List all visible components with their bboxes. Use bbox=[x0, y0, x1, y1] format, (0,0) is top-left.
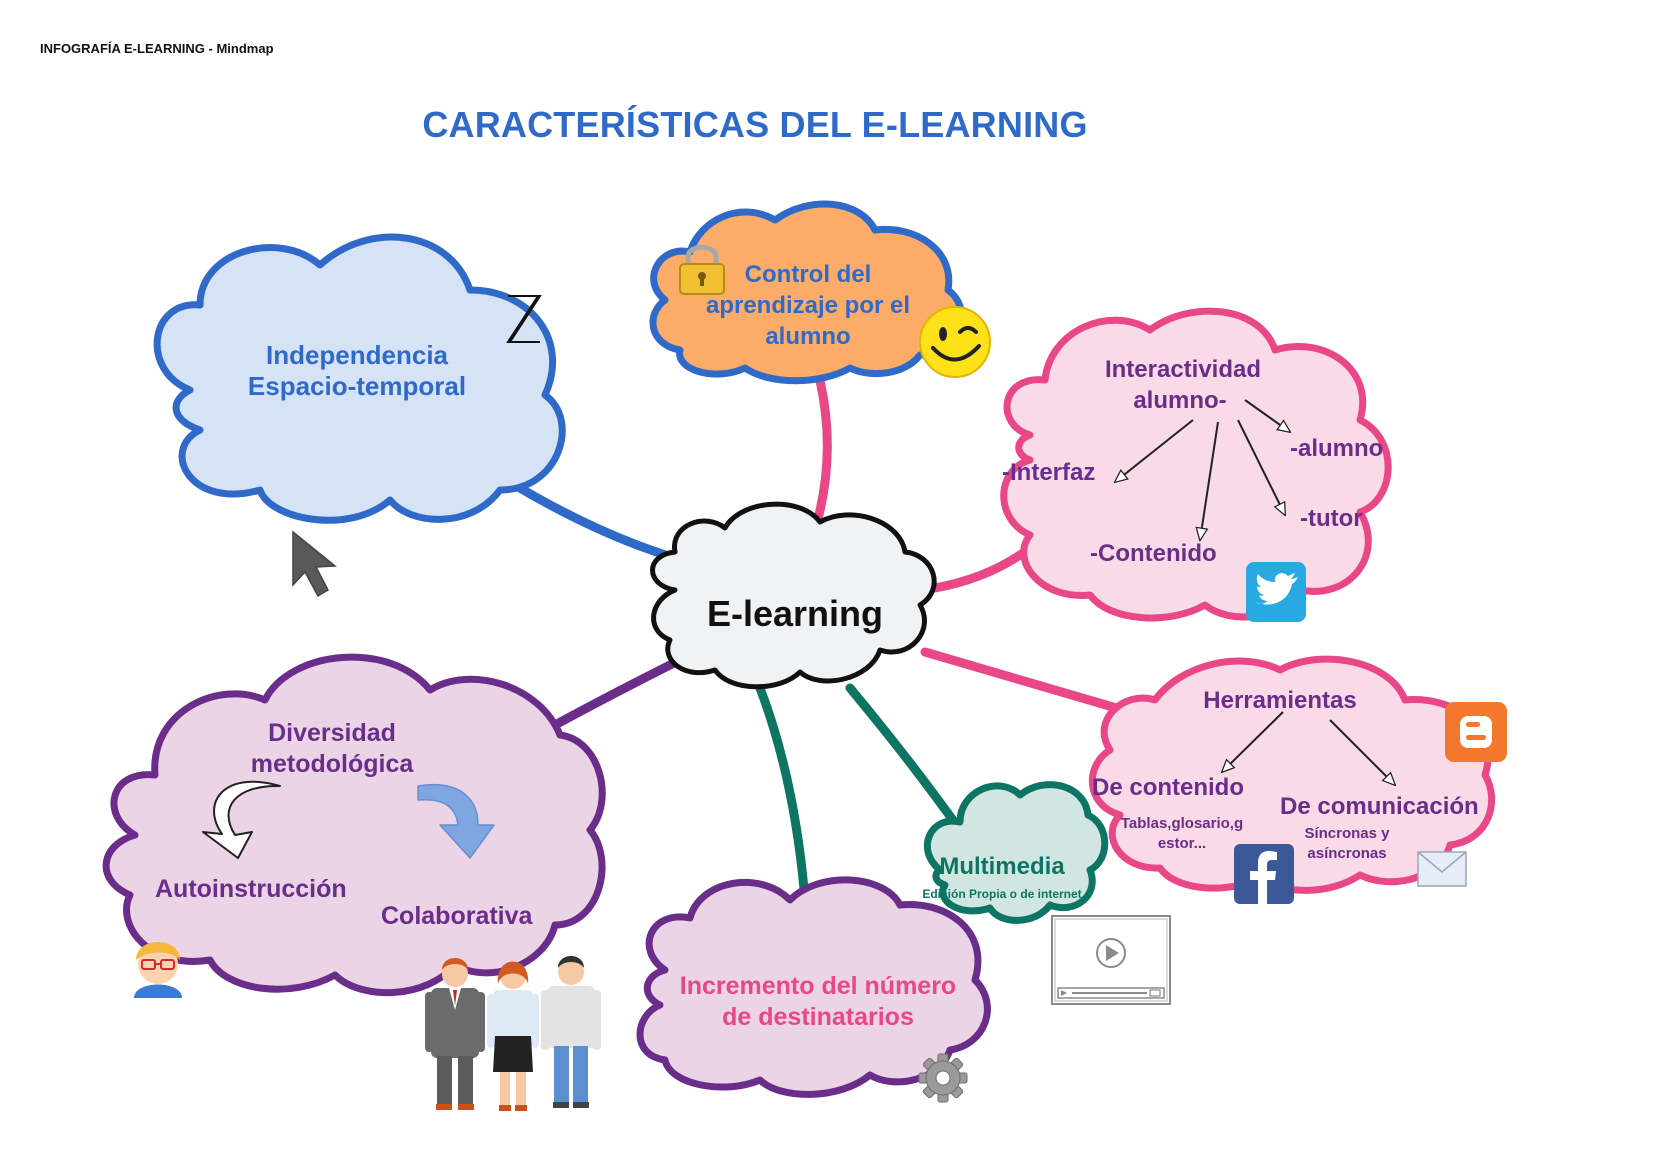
independencia-line1: Independencia bbox=[266, 340, 449, 370]
incremento-line2: de destinatarios bbox=[722, 1003, 914, 1031]
padlock-icon bbox=[679, 244, 725, 295]
connector-herramientas bbox=[920, 647, 1135, 717]
mail-icon bbox=[1417, 851, 1467, 887]
connector-multimedia bbox=[845, 683, 965, 835]
node-diversidad: Diversidad metodológica Autoinstrucción … bbox=[102, 653, 606, 1111]
multimedia-desc: Edición Propia o de internet bbox=[922, 887, 1081, 901]
blogger-icon bbox=[1445, 702, 1507, 762]
herramientas-comunicacion-desc-2: asíncronas bbox=[1307, 845, 1386, 862]
diversidad-line2: metodológica bbox=[251, 750, 415, 778]
node-center-elearning: E-learning bbox=[650, 501, 937, 690]
independencia-line2: Espacio-temporal bbox=[248, 371, 466, 401]
herramientas-contenido-desc-1: Tablas,glosario,g bbox=[1121, 815, 1243, 832]
herramientas-contenido-label: De contenido bbox=[1092, 774, 1244, 801]
control-line3: alumno bbox=[765, 323, 850, 350]
interactividad-arrows bbox=[1115, 399, 1290, 540]
herramientas-comunicacion-desc-1: Síncronas y bbox=[1304, 825, 1390, 842]
hourglass-icon bbox=[506, 295, 542, 343]
cloud-shape bbox=[923, 781, 1109, 924]
diversidad-colaborativa: Colaborativa bbox=[381, 902, 534, 930]
cloud-shape bbox=[636, 876, 991, 1098]
node-interactividad: Interactividad alumno- -Interfaz -Conten… bbox=[1000, 307, 1392, 622]
connector-independencia bbox=[515, 483, 680, 563]
interactividad-line2: alumno- bbox=[1133, 387, 1226, 414]
node-incremento: Incremento del número de destinatarios bbox=[636, 876, 991, 1103]
cloud-shape bbox=[1000, 307, 1392, 622]
center-label: E-learning bbox=[707, 593, 883, 634]
page-title: CARACTERÍSTICAS DEL E-LEARNING bbox=[422, 104, 1088, 145]
node-independencia: Independencia Espacio-temporal bbox=[153, 233, 566, 598]
twitter-icon bbox=[1246, 562, 1306, 622]
interactividad-child-contenido: -Contenido bbox=[1090, 540, 1217, 567]
cloud-shape bbox=[102, 653, 606, 997]
video-player-icon bbox=[1051, 915, 1171, 1005]
herramientas-label: Herramientas bbox=[1203, 687, 1356, 714]
node-control: Control del aprendizaje por el alumno bbox=[649, 200, 991, 385]
interactividad-child-alumno: -alumno bbox=[1290, 435, 1383, 462]
control-line1: Control del bbox=[745, 261, 872, 288]
connector-diversidad bbox=[550, 655, 685, 730]
cloud-shape bbox=[153, 233, 566, 524]
diversidad-line1: Diversidad bbox=[268, 719, 396, 747]
node-herramientas: Herramientas De contenido Tablas,glosari… bbox=[1088, 655, 1507, 904]
herramientas-comunicacion-label: De comunicación bbox=[1280, 793, 1479, 820]
gear-icon bbox=[918, 1053, 968, 1103]
cloud-shape bbox=[1088, 655, 1496, 894]
interactividad-line1: Interactividad bbox=[1105, 356, 1261, 383]
smiley-wink-icon bbox=[919, 306, 991, 378]
incremento-line1: Incremento del número bbox=[680, 972, 956, 1000]
curved-arrow-left-icon bbox=[202, 780, 281, 859]
diversidad-autoinstruccion: Autoinstrucción bbox=[155, 875, 347, 903]
control-line2: aprendizaje por el bbox=[706, 292, 910, 319]
herramientas-contenido-desc-2: estor... bbox=[1158, 835, 1206, 852]
connectors bbox=[515, 367, 1135, 905]
interactividad-child-tutor: -tutor bbox=[1300, 505, 1363, 532]
node-multimedia: Multimedia Edición Propia o de internet bbox=[922, 781, 1171, 1005]
student-avatar-icon bbox=[134, 942, 182, 998]
cloud-shape bbox=[650, 501, 937, 690]
curved-arrow-right-icon bbox=[417, 784, 495, 859]
cursor-arrow-icon bbox=[292, 530, 337, 598]
people-group-icon bbox=[425, 956, 601, 1111]
connector-interactividad bbox=[930, 543, 1035, 593]
connector-incremento bbox=[755, 683, 810, 905]
herramientas-arrows bbox=[1222, 711, 1395, 785]
facebook-icon bbox=[1234, 844, 1294, 904]
interactividad-child-interfaz: -Interfaz bbox=[1002, 459, 1095, 486]
page-header: INFOGRAFÍA E-LEARNING - Mindmap bbox=[40, 41, 274, 56]
multimedia-label: Multimedia bbox=[939, 853, 1065, 880]
